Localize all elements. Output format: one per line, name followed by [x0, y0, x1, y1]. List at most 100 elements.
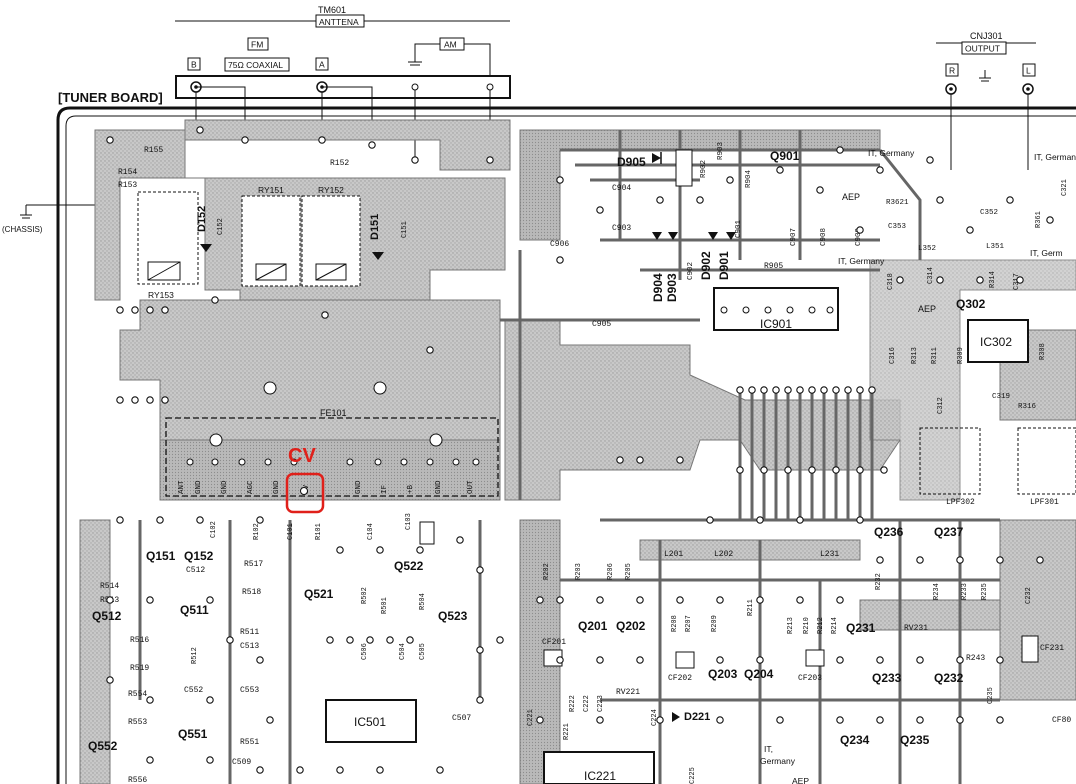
r361-label: R361: [1035, 211, 1043, 228]
solder-pad: [956, 656, 964, 664]
q233-label: Q233: [872, 671, 902, 685]
r102-label: R102: [253, 523, 261, 540]
solder-pad: [808, 466, 816, 474]
lower-right-section: L201 L202 L231 Q236 Q237 R202 R203 R205 …: [527, 525, 1071, 784]
solder-pad: [796, 596, 804, 604]
c553-label: C553: [240, 686, 259, 695]
solder-pad: [146, 306, 154, 314]
solder-pad: [966, 226, 974, 234]
solder-pad: [106, 596, 114, 604]
solder-pad: [880, 466, 888, 474]
solder-pad: [131, 396, 139, 404]
note-it-germany-3: IT, Germany: [838, 256, 885, 266]
r232-label: R232: [875, 573, 883, 590]
solder-pad: [411, 156, 419, 164]
r519-label: R519: [130, 664, 149, 673]
r212-label: R212: [817, 617, 825, 634]
ry151-label: RY151: [258, 185, 284, 195]
solder-pad: [736, 386, 744, 394]
solder-pad: [748, 386, 756, 394]
solder-pad: [976, 276, 984, 284]
solder-pad: [836, 146, 844, 154]
solder-pad: [596, 206, 604, 214]
solder-pad: [996, 656, 1004, 664]
solder-pad: [916, 556, 924, 564]
r202-label: R202: [543, 563, 551, 580]
solder-pad: [116, 516, 124, 524]
solder-pad: [206, 596, 214, 604]
note-it-germany-4: IT, Germ: [1030, 248, 1063, 258]
q234-label: Q234: [840, 733, 870, 747]
solder-pad: [796, 386, 804, 394]
solder-pad: [956, 716, 964, 724]
c909-label: C909: [855, 228, 863, 246]
c901-label: C901: [735, 219, 743, 238]
l201-label: L201: [664, 550, 683, 559]
solder-pad: [596, 596, 604, 604]
solder-pad: [256, 656, 264, 664]
ic901-chip: IC901: [713, 287, 839, 331]
term-b-label: B: [191, 60, 197, 70]
solder-pad: [206, 756, 214, 764]
note-it-germany-5: IT,: [764, 744, 773, 754]
d221-label: D221: [684, 711, 710, 723]
q511-label: Q511: [180, 603, 209, 617]
solder-pad: [256, 766, 264, 774]
solder-pad: [926, 156, 934, 164]
pcb-traces: [138, 130, 1000, 784]
q551-label: Q551: [178, 727, 208, 741]
q152-label: Q152: [184, 549, 214, 563]
solder-pad: [844, 386, 852, 394]
cv-highlight-box: [285, 472, 325, 514]
solder-pad: [636, 596, 644, 604]
solder-pad: [556, 176, 564, 184]
board-title: [TUNER BOARD]: [58, 90, 163, 105]
solder-pad: [760, 386, 768, 394]
r155-label: R155: [144, 146, 163, 155]
fe-pin-b: +B: [407, 484, 415, 494]
c101-label: C101: [287, 523, 295, 540]
c102-label: C102: [210, 521, 218, 538]
r221-label: R221: [563, 723, 571, 740]
right-region-labels: IT, Germany IT, Germany IT, Germany IT, …: [838, 148, 1076, 507]
r233-label: R233: [961, 583, 969, 600]
ry152-label: RY152: [318, 185, 344, 195]
cv-highlight-label: CV: [288, 445, 316, 467]
r554-label: R554: [128, 690, 147, 699]
solder-pad: [386, 636, 394, 644]
q512-label: Q512: [92, 609, 122, 623]
solder-pad: [776, 716, 784, 724]
solder-pad: [776, 166, 784, 174]
solder-pad: [916, 716, 924, 724]
solder-pad: [996, 716, 1004, 724]
fe-pin-gnd-4: GND: [355, 480, 363, 494]
solder-pad: [476, 646, 484, 654]
solder-pad: [636, 456, 644, 464]
frontend-fe101: FE101 ANT GND GND AGC GND CV GND IF +B G…: [165, 381, 499, 497]
antenna-terminal-block: TM601 ANTTENA FM B 75Ω COAXIAL A AM: [175, 5, 511, 160]
solder-pad: [318, 136, 326, 144]
board-outline: [56, 106, 1076, 784]
note-aep-1: AEP: [842, 192, 860, 202]
solder-pad: [876, 716, 884, 724]
solder-pad: [916, 656, 924, 664]
solder-pad: [486, 156, 494, 164]
c908-label: C908: [820, 228, 828, 246]
note-aep-3: AEP: [792, 776, 809, 784]
q235-label: Q235: [900, 733, 930, 747]
fe-pin-gnd-5: GND: [435, 480, 443, 494]
output-label-box: [961, 41, 1007, 55]
note-it-germany-1: IT, Germany: [868, 148, 915, 158]
cf203-label: CF203: [798, 674, 822, 683]
solder-pad: [196, 516, 204, 524]
c235-label: C235: [987, 687, 995, 704]
cf231-label: CF231: [1040, 644, 1064, 653]
solder-pad: [241, 136, 249, 144]
fe-pin-gnd-2: GND: [221, 480, 229, 494]
fe-pin-if: IF: [381, 485, 389, 494]
q232-label: Q232: [934, 671, 964, 685]
c907-label: C907: [790, 228, 798, 246]
c321-label: C321: [1061, 179, 1069, 196]
solder-pad: [556, 656, 564, 664]
solder-pad: [856, 386, 864, 394]
